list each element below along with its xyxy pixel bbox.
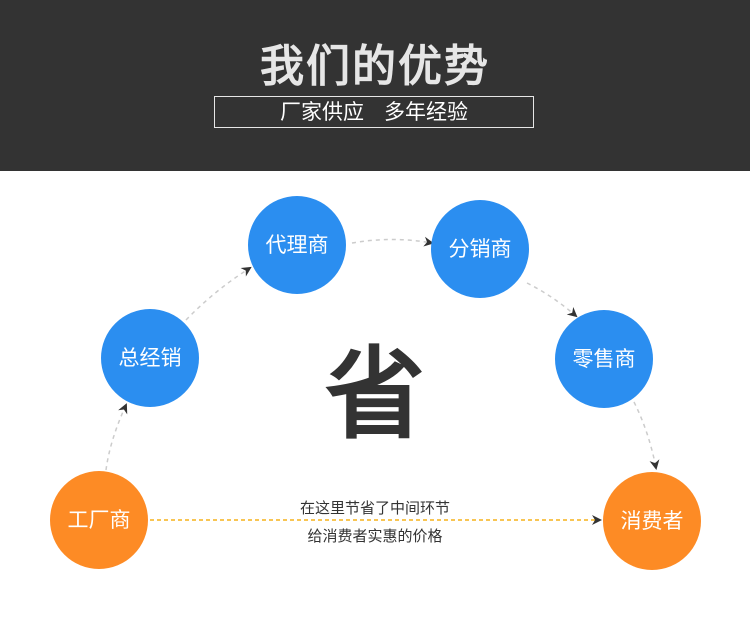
node-retailer: 零售商 [555, 310, 653, 408]
arrow-general-to-agent [185, 266, 252, 321]
arrow-distributor-to-retailer [526, 282, 578, 318]
node-factory: 工厂商 [50, 471, 148, 569]
note-line-2: 给消费者实惠的价格 [307, 527, 443, 545]
node-consumer: 消费者 [603, 472, 701, 570]
node-general-distributor: 总经销 [101, 309, 199, 407]
arrow-agent-to-distributor [351, 236, 434, 247]
node-distributor: 分销商 [431, 200, 529, 298]
arrow-retailer-to-consumer [633, 401, 660, 470]
arrow-factory-to-general [105, 403, 128, 471]
subtitle-box: 厂家供应 多年经验 [214, 96, 534, 128]
page-title: 我们的优势 [260, 41, 490, 92]
node-agent: 代理商 [248, 196, 346, 294]
save-character: 省 [325, 336, 425, 453]
note-line-1: 在这里节省了中间环节 [299, 499, 450, 517]
header-banner: 我们的优势 厂家供应 多年经验 [0, 0, 750, 171]
